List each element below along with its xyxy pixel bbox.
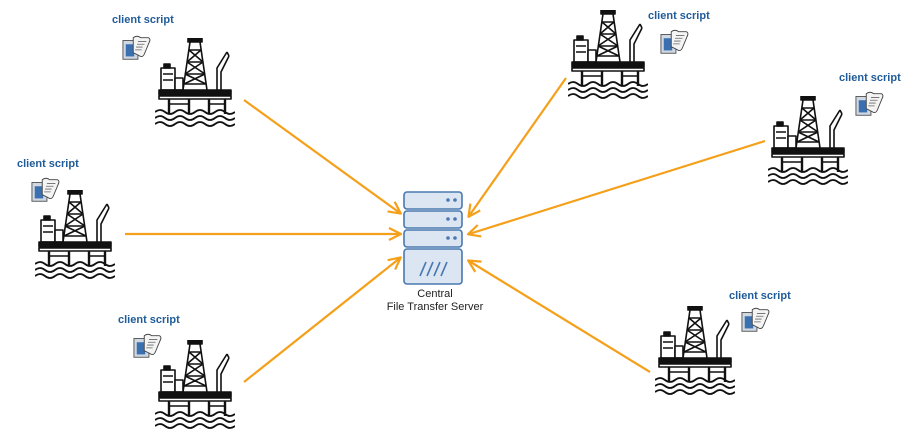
rig-middle-left-icon[interactable] bbox=[35, 190, 115, 280]
client-label-bottom-right: client script bbox=[729, 290, 791, 302]
script-bottom-right-icon bbox=[741, 307, 770, 332]
client-label-top-left: client script bbox=[112, 14, 174, 26]
server-label-line1: Central bbox=[417, 288, 453, 300]
rig-bottom-left-icon[interactable] bbox=[155, 340, 235, 430]
client-label-bottom-left: client script bbox=[118, 314, 180, 326]
server-label: Central File Transfer Server bbox=[365, 288, 505, 314]
arrow-middle-right bbox=[469, 139, 766, 234]
server-label-line2: File Transfer Server bbox=[386, 301, 484, 313]
script-top-right-icon bbox=[660, 29, 689, 54]
rig-middle-right-icon[interactable] bbox=[768, 96, 848, 186]
script-middle-right-icon bbox=[855, 91, 884, 116]
rig-top-left-icon[interactable] bbox=[155, 38, 235, 128]
server-icon[interactable] bbox=[403, 191, 463, 285]
rig-bottom-right-icon[interactable] bbox=[655, 306, 735, 396]
rig-top-right-icon[interactable] bbox=[568, 10, 648, 100]
script-top-left-icon bbox=[122, 35, 151, 60]
arrow-top-right bbox=[469, 77, 567, 216]
arrow-bottom-right bbox=[469, 261, 651, 373]
arrow-top-left bbox=[243, 99, 400, 213]
connection-arrows bbox=[125, 77, 766, 383]
client-label-middle-right: client script bbox=[839, 72, 901, 84]
arrow-bottom-left bbox=[243, 258, 400, 383]
script-bottom-left-icon bbox=[133, 333, 162, 358]
client-label-middle-left: client script bbox=[17, 158, 79, 170]
script-middle-left-icon bbox=[31, 177, 60, 202]
client-label-top-right: client script bbox=[648, 10, 710, 22]
